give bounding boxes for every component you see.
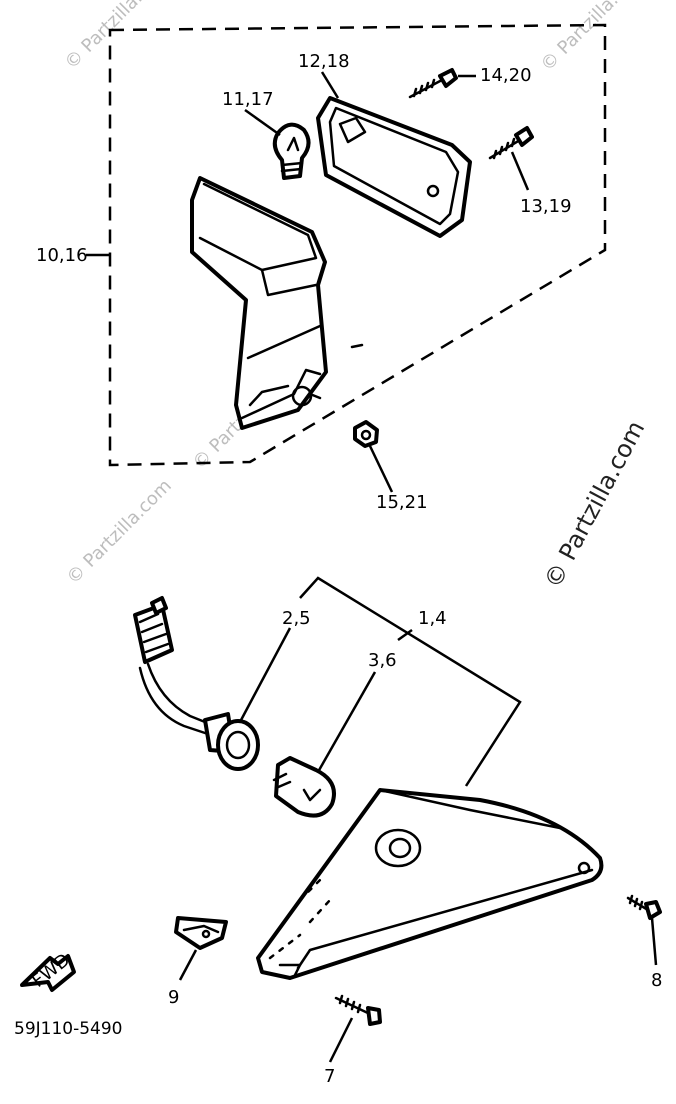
clip-9 — [174, 916, 228, 950]
bracket-1-4 — [299, 576, 522, 787]
callout-9: 9 — [168, 987, 179, 1008]
callout-8: 8 — [651, 970, 662, 991]
callout-10-16: 10,16 — [36, 245, 88, 266]
callout-2-5: 2,5 — [282, 608, 311, 629]
watermarks: © Partzilla.com © Partzilla.com © Partzi… — [61, 0, 651, 593]
small-bulb — [272, 122, 311, 180]
fwd-arrow-icon — [20, 954, 76, 992]
leader-lines-upper — [86, 71, 530, 493]
turn-signal-housing — [190, 176, 364, 430]
wire-connector — [133, 596, 212, 736]
leader-lines-lower — [178, 627, 658, 1063]
screw-7 — [334, 994, 382, 1026]
callout-labels: 10,16 11,17 12,18 14,20 13,19 15,21 2,5 … — [36, 51, 662, 1087]
callout-15-21: 15,21 — [376, 492, 428, 513]
assembly-dashed-boundary — [108, 23, 607, 467]
callout-12-18: 12,18 — [298, 51, 350, 72]
diagram-code: 59J110-5490 — [14, 1019, 123, 1039]
screw-8 — [626, 894, 662, 920]
watermark-right: © Partzilla.com — [539, 416, 651, 593]
callout-7: 7 — [324, 1066, 335, 1087]
callout-13-19: 13,19 — [520, 196, 572, 217]
leader-1-4 — [397, 628, 413, 642]
watermark-top-right: © Partzilla.com — [537, 0, 650, 76]
bulb-socket — [203, 712, 260, 771]
watermark-top-left: © Partzilla.com — [61, 0, 174, 74]
nut-15-21 — [353, 420, 379, 448]
callout-1-4: 1,4 — [418, 608, 447, 629]
callout-11-17: 11,17 — [222, 89, 274, 110]
callout-3-6: 3,6 — [368, 650, 397, 671]
screw-13-19 — [488, 126, 534, 160]
lower-lens — [256, 788, 604, 980]
watermark-middle-left: © Partzilla.com — [63, 475, 176, 588]
lens-frame — [316, 96, 472, 238]
large-bulb — [272, 756, 336, 818]
screw-14-20 — [408, 68, 458, 99]
callout-14-20: 14,20 — [480, 65, 532, 86]
